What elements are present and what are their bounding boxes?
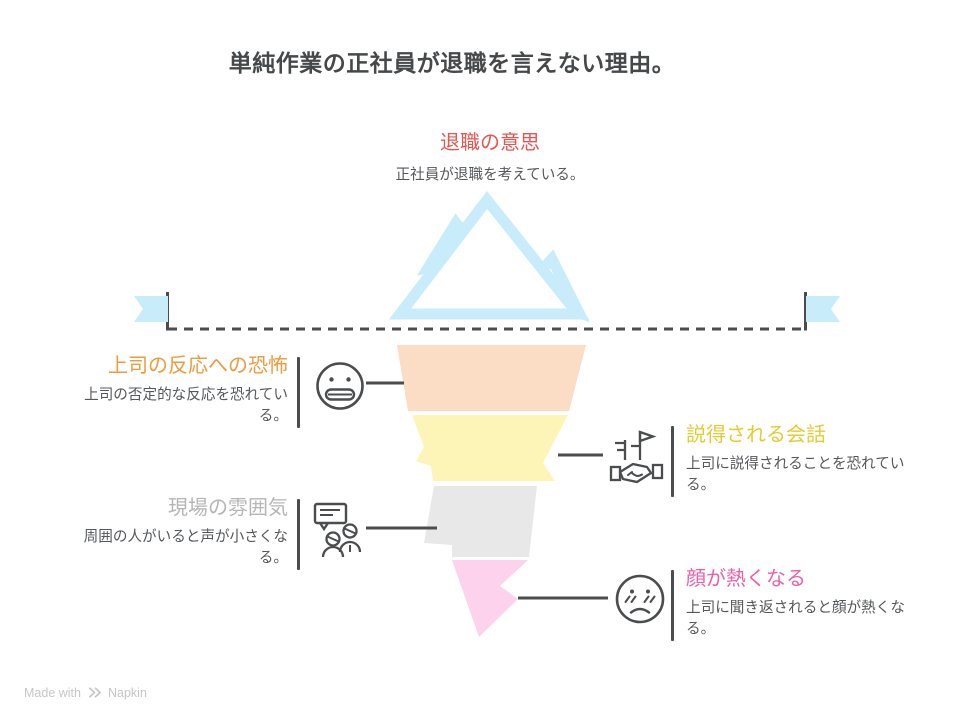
- made-with-text: Made with: [24, 685, 81, 700]
- top-level-heading: 退職の意思: [440, 132, 540, 154]
- made-with-napkin-credit: Made with Napkin: [24, 685, 147, 700]
- top-level-description: 正社員が退職を考えている。: [395, 167, 585, 183]
- top-level-label: 退職の意思 正社員が退職を考えている。: [290, 132, 690, 186]
- level1-label: 上司の反応への恐怖 上司の否定的な反応を恐れている。: [64, 355, 288, 427]
- level1-heading: 上司の反応への恐怖: [108, 355, 288, 377]
- level4-label: 顔が熱くなる 上司に聞き返されると顔が熱くなる。: [686, 568, 918, 640]
- level4-heading: 顔が熱くなる: [686, 568, 806, 590]
- level2-heading: 説得される会話: [686, 424, 826, 446]
- right-flag-icon: [806, 296, 840, 322]
- flushed-face-icon: [615, 574, 665, 624]
- napkin-logo-icon: [88, 687, 101, 698]
- page-title: 単純作業の正社員が退職を言えない理由。: [228, 50, 676, 76]
- people-speech-bubble-icon: [313, 502, 362, 558]
- level1-description: 上司の否定的な反応を恐れている。: [84, 387, 288, 424]
- handshake-flags-icon: [609, 430, 664, 484]
- iceberg-mountain-icon: [388, 191, 590, 323]
- level3-divider: [297, 499, 300, 570]
- level3-label: 現場の雰囲気 周囲の人がいると声が小さくなる。: [64, 497, 288, 569]
- funnel-layer-1: [397, 345, 586, 411]
- left-flag-icon: [134, 296, 168, 322]
- funnel-layer-3: [424, 486, 537, 557]
- level3-heading: 現場の雰囲気: [168, 497, 288, 519]
- funnel-layer-4: [452, 560, 528, 637]
- funnel-layer-2: [412, 415, 568, 481]
- level2-divider: [671, 426, 674, 497]
- level1-divider: [297, 357, 300, 428]
- brand-text: Napkin: [107, 685, 147, 700]
- level3-description: 周囲の人がいると声が小さくなる。: [83, 529, 288, 566]
- level4-divider: [671, 570, 674, 641]
- grimacing-face-icon: [316, 362, 364, 410]
- level2-description: 上司に説得されることを恐れている。: [686, 456, 905, 493]
- level4-description: 上司に聞き返されると顔が熱くなる。: [686, 600, 905, 637]
- level2-label: 説得される会話 上司に説得されることを恐れている。: [686, 424, 918, 496]
